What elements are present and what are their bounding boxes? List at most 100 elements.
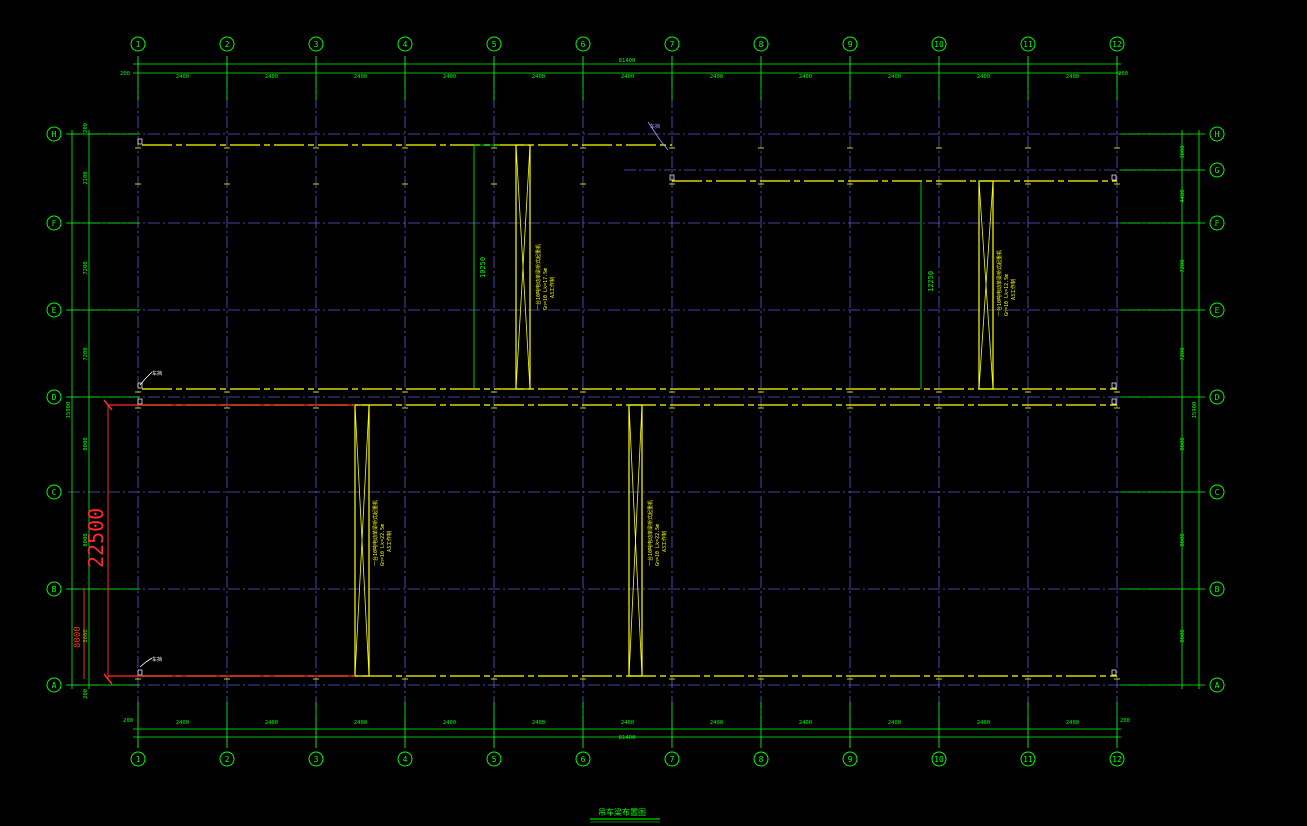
bubble-bottom-12-label: 12: [1112, 755, 1122, 764]
crane-bridge-2-diag-2: [985, 180, 994, 286]
dim-right-seg-3: 7200: [1180, 347, 1186, 360]
crane-bridge-2-diag-1: [978, 180, 987, 286]
crane-note-2-line3: A3工作制: [1010, 279, 1017, 300]
bubble-top-2: 2: [219, 36, 235, 52]
bubble-right-E-label: E: [1215, 306, 1220, 315]
bubble-bottom-2: 2: [219, 751, 235, 767]
dim-right-seg-2: 7200: [1180, 259, 1186, 272]
bubble-bottom-12: 12: [1109, 751, 1125, 767]
crane-bridge-1-diag-1: [515, 144, 524, 268]
bubble-left-E: E: [46, 302, 62, 318]
bubble-top-4-label: 4: [403, 40, 408, 49]
dim-left-seg-3: 8000: [83, 437, 89, 450]
bubble-right-D: D: [1209, 389, 1225, 405]
stop-label-3: 车挡: [650, 123, 660, 130]
dim-left-seg-4: 8000: [83, 533, 89, 546]
bubble-left-A-label: A: [52, 681, 57, 690]
bubble-right-B-label: B: [1215, 585, 1220, 594]
bubble-top-10: 10: [931, 36, 947, 52]
bubble-top-5-label: 5: [492, 40, 497, 49]
bubble-top-8-circle: [753, 36, 769, 52]
bubble-right-F-circle: [1209, 215, 1225, 231]
bubble-bottom-10-label: 10: [934, 755, 944, 764]
bubble-top-12-label: 12: [1112, 40, 1122, 49]
crane-bridge-1: [515, 144, 531, 390]
dim-left-total: 15900: [66, 402, 72, 419]
bubble-bottom-2-circle: [219, 751, 235, 767]
dim-bottom-seg-5: 2400: [621, 720, 634, 726]
dim-top-total: 81400: [619, 58, 636, 64]
bubble-left-B: B: [46, 581, 62, 597]
bubble-right-A: A: [1209, 677, 1225, 693]
bubble-right-D-label: D: [1215, 393, 1220, 402]
bubble-bottom-3: 3: [308, 751, 324, 767]
bubble-bottom-6: 6: [575, 751, 591, 767]
crane-bridge-3-diag-4: [361, 540, 370, 677]
bubble-bottom-9-label: 9: [848, 755, 853, 764]
crane-bridge-1-diag-2: [522, 144, 531, 268]
stop-label-1: 车挡: [152, 370, 162, 377]
crane-bridge-4-diag-1: [628, 404, 636, 541]
dim-right-total: 15900: [1192, 402, 1198, 419]
crane-bridge-4: [628, 404, 643, 677]
bubble-bottom-8: 8: [753, 751, 769, 767]
dim-bottom-seg-10: 2400: [1066, 720, 1079, 726]
bubble-top-1-circle: [130, 36, 146, 52]
crane-note-4-line2: Gn=10 Lk=22.5m: [655, 524, 661, 566]
crane-note-4-line1: 一台10吨电动单梁桥式起重机: [647, 500, 654, 566]
end-stop-6: [1111, 398, 1117, 405]
bubble-top-1-label: 1: [136, 40, 141, 49]
end-stop-0: [137, 138, 143, 145]
bubble-bottom-1-label: 1: [136, 755, 141, 764]
bubble-top-12-circle: [1109, 36, 1125, 52]
crane-note-2: 一台10吨电动单梁桥式起重机 Gn=10 Lk=12.5m A3工作制: [996, 250, 1017, 316]
bubble-top-9-label: 9: [848, 40, 853, 49]
bubble-right-H-circle: [1209, 126, 1225, 142]
bubble-bottom-8-circle: [753, 751, 769, 767]
bubble-left-F-label: F: [52, 219, 57, 228]
stop-markers: 车挡 车挡 车挡: [139, 121, 669, 668]
bubble-bottom-7: 7: [664, 751, 680, 767]
bubble-bottom-5-circle: [486, 751, 502, 767]
span-label-upper-right: 12250: [927, 271, 935, 292]
dim-left-seg-1: 7200: [83, 261, 89, 274]
end-stop-5: [1111, 382, 1117, 389]
dim-right-seg-4: 8000: [1180, 437, 1186, 450]
bubble-top-6: 6: [575, 36, 591, 52]
bubble-left-D: D: [46, 389, 62, 405]
crane-note-2-line2: Gn=10 Lk=12.5m: [1004, 274, 1010, 316]
bubble-top-7-label: 7: [670, 40, 675, 49]
dim-top-seg-2: 2400: [354, 74, 367, 80]
dim-top-seg-9: 2400: [977, 74, 990, 80]
bubble-left-A-circle: [46, 677, 62, 693]
dim-top-seg-10: 2400: [1066, 74, 1079, 80]
crane-bridge-4-diag-2: [635, 404, 643, 541]
bubble-top-6-label: 6: [581, 40, 586, 49]
bubble-right-E-circle: [1209, 302, 1225, 318]
bubble-right-G-circle: [1209, 162, 1225, 178]
dim-left-seg-0: 2100: [83, 171, 89, 184]
bubble-right-C-label: C: [1215, 488, 1220, 497]
dim-bottom-end-left: 200: [123, 718, 133, 724]
bubble-left-F-circle: [46, 215, 62, 231]
bubble-bottom-2-label: 2: [225, 755, 230, 764]
bubble-top-10-circle: [931, 36, 947, 52]
crane-bridge-4-diag-4: [635, 540, 643, 677]
bubble-left-E-label: E: [52, 306, 57, 315]
crane-note-2-line1: 一台10吨电动单梁桥式起重机: [996, 250, 1003, 316]
dim-bottom-seg-6: 2400: [710, 720, 723, 726]
dim-bottom-seg-2: 2400: [354, 720, 367, 726]
bubble-right-D-circle: [1209, 389, 1225, 405]
bubble-right-H-label: H: [1215, 130, 1220, 139]
bubble-left-F: F: [46, 215, 62, 231]
dim-left-end-bottom: 200: [83, 689, 89, 699]
bubble-right-F-label: F: [1215, 219, 1220, 228]
end-stop-4: [1111, 174, 1117, 181]
bubble-left-A: A: [46, 677, 62, 693]
crane-bridge-2-frame: [978, 180, 994, 390]
crane-bridge-3-diag-3: [354, 540, 363, 677]
crane-note-1-line1: 一台10吨电动单梁桥式起重机: [535, 244, 542, 310]
bubble-right-B-circle: [1209, 581, 1225, 597]
